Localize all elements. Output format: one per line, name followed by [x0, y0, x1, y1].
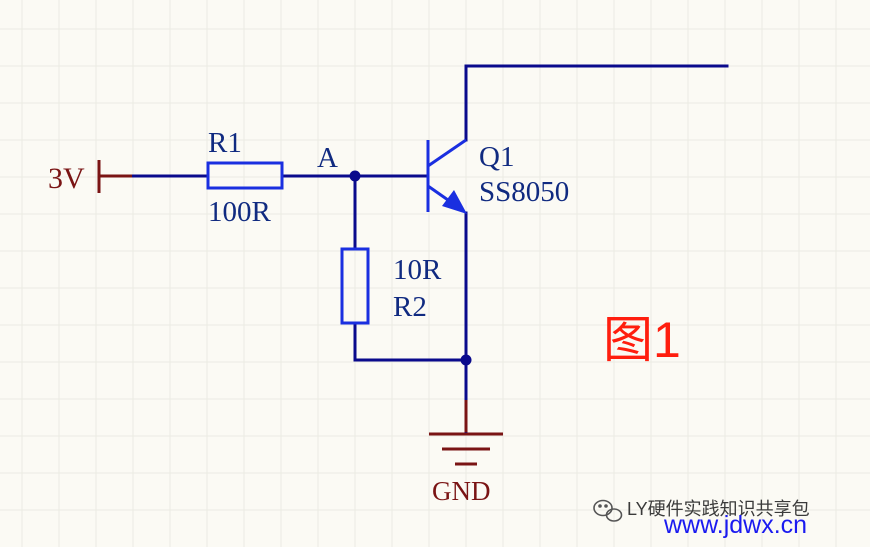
junction-node-a	[349, 170, 361, 182]
wechat-icon	[593, 499, 623, 522]
gnd-label: GND	[432, 476, 491, 506]
watermark-text: LY硬件实践知识共享包	[627, 499, 810, 519]
q1-designator: Q1	[479, 141, 514, 173]
r2-designator: R2	[393, 291, 427, 323]
watermark-url: www.jdwx.cn	[663, 511, 807, 539]
resistor-r1: R1 100R	[206, 127, 284, 228]
emitter-arrow	[442, 190, 467, 214]
r1-value: 100R	[208, 196, 272, 228]
power-port-3v: 3V	[48, 160, 132, 195]
resistor-r2: 10R R2	[340, 247, 442, 325]
figure-tag: 图1	[603, 312, 681, 368]
power-label: 3V	[48, 162, 85, 195]
transistor-q1: Q1 SS8050	[426, 138, 569, 214]
ground-symbol	[429, 400, 503, 466]
junction-gnd	[460, 354, 472, 366]
q1-part: SS8050	[479, 176, 569, 208]
node-a-label: A	[317, 142, 338, 174]
r1-designator: R1	[208, 127, 242, 159]
r2-value: 10R	[393, 254, 442, 286]
wires	[130, 64, 729, 434]
